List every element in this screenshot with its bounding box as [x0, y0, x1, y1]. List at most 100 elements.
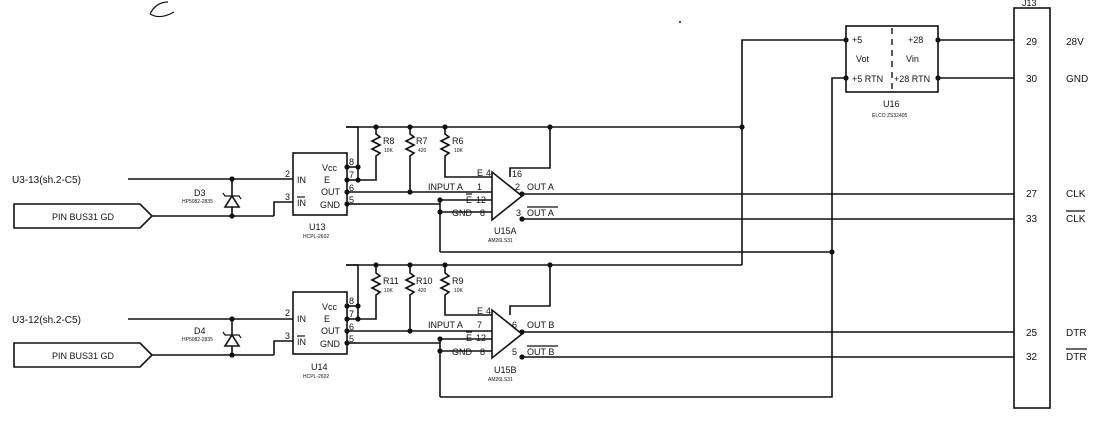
driver-label: E [466, 195, 472, 205]
resistor-value: 10K [384, 148, 394, 154]
driver-label: OUT B [527, 320, 554, 330]
driver-label: E [477, 306, 483, 316]
pin-number: 30 [1026, 74, 1038, 85]
pin-number: 27 [1026, 189, 1038, 200]
input-net-label: U3-13(sh.2-C5) [12, 175, 81, 186]
driver-label: 12 [476, 195, 486, 205]
opto-pin: GND [320, 200, 341, 210]
driver-label: 8 [480, 347, 485, 357]
pin-signal-inverted: CLK [1066, 214, 1086, 225]
opto-ref: U14 [311, 362, 328, 372]
channel-clk: U3-13(sh.2-C5) PIN BUS31 GD D3 HP5082-28… [12, 124, 1014, 252]
converter-pin: Vin [906, 54, 919, 64]
opto-pin-number: 2 [285, 169, 290, 179]
bus-label: PIN BUS31 GD [52, 351, 115, 361]
resistor-value: 420 [418, 288, 427, 294]
zener-diode-d4 [222, 319, 242, 355]
driver-label: 4 [486, 306, 491, 316]
diode-part: HP5082-2835 [182, 337, 213, 343]
bus-connector [13, 342, 154, 368]
pin-number: 25 [1026, 328, 1038, 339]
driver-label: GND [452, 208, 473, 218]
driver-label: E [466, 333, 472, 343]
diode-part: HP5082-2835 [182, 199, 213, 205]
resistor-value: 10K [454, 288, 464, 294]
pin-signal: DTR [1066, 328, 1087, 339]
driver-label: 7 [477, 320, 482, 330]
pin-number: 29 [1026, 37, 1038, 48]
zener-diode-d3 [222, 179, 242, 216]
driver-label: 2 [515, 182, 520, 192]
driver-label: 4 [486, 168, 491, 178]
pin-signal-inverted: DTR [1066, 352, 1087, 363]
driver-ref: U15B [494, 365, 517, 375]
converter-pin: Vot [856, 54, 870, 64]
driver-label: INPUT A [428, 182, 463, 192]
driver-label: 6 [512, 320, 517, 330]
opto-pin-number: 2 [285, 308, 290, 318]
opto-pin-number: 5 [349, 195, 354, 205]
converter-body [845, 25, 939, 93]
resistor-ref: R9 [452, 276, 464, 286]
input-net-label: U3-12(sh.2-C5) [12, 315, 81, 326]
driver-label: GND [452, 347, 473, 357]
driver-part: AM26LS31 [488, 377, 513, 383]
driver-label: 3 [516, 208, 521, 218]
opto-pin: IN [297, 337, 306, 347]
converter-pin: +5 RTN [852, 74, 883, 84]
driver-label: E [477, 168, 483, 178]
line-driver-u15a [491, 170, 524, 222]
opto-pin-number: 6 [349, 183, 354, 193]
resistor-ref: R11 [383, 276, 399, 286]
opto-pin: IN [297, 175, 306, 185]
pin-signal: CLK [1066, 189, 1086, 200]
converter-part: ELCO ZS32405 [872, 113, 908, 119]
opto-pin: E [324, 175, 330, 185]
resistor-value: 10K [384, 288, 394, 294]
opto-pin-number: 3 [285, 331, 290, 341]
connector-body [1013, 7, 1051, 409]
pin-number: 33 [1026, 214, 1038, 225]
driver-label: 12 [476, 333, 486, 343]
diode-ref: D4 [194, 326, 206, 336]
resistor-value: 10K [454, 148, 464, 154]
opto-ref: U13 [309, 222, 326, 232]
connector-ref: J13 [1022, 0, 1037, 8]
channel-dtr: U3-12(sh.2-C5) PIN BUS31 GD D4 HP5082-28… [12, 262, 1014, 397]
driver-label: 1 [477, 182, 482, 192]
line-driver-u15b [491, 308, 524, 360]
opto-part: HCPL-2602 [303, 374, 329, 380]
converter-pin: +5 [852, 35, 862, 45]
bus-label: PIN BUS31 GD [52, 212, 115, 222]
opto-pin: IN [297, 198, 306, 208]
converter-pin: +28 RTN [894, 74, 930, 84]
opto-part: HCPL-2602 [303, 234, 329, 240]
driver-label: OUT A [527, 208, 554, 218]
opto-pin: IN [297, 314, 306, 324]
opto-pin-number: 8 [349, 296, 354, 306]
driver-label: OUT A [527, 182, 554, 192]
opto-pin: Vcc [322, 302, 338, 312]
bus-connector [13, 203, 154, 229]
resistor-ref: R10 [416, 276, 433, 286]
resistor-ref: R8 [383, 136, 395, 146]
connector-j13: J13 29 28V 30 GND 27 CLK 33 CLK 25 DTR 3… [1013, 0, 1088, 409]
pin-signal: GND [1066, 74, 1088, 85]
opto-pin: E [324, 314, 330, 324]
speck [679, 21, 681, 23]
converter-u16: +5 +28 Vot Vin +5 RTN +28 RTN U16 ELCO Z… [845, 25, 939, 119]
driver-label: OUT B [527, 347, 554, 357]
pin-signal: 28V [1066, 37, 1084, 48]
opto-pin-number: 7 [349, 309, 354, 319]
opto-pin: GND [320, 339, 341, 349]
opto-pin: OUT [321, 187, 341, 197]
diode-ref: D3 [194, 188, 206, 198]
driver-label: 5 [512, 347, 517, 357]
converter-pin: +28 [908, 35, 923, 45]
opto-pin-number: 6 [349, 322, 354, 332]
driver-label: INPUT A [428, 320, 463, 330]
opto-pin-number: 8 [349, 157, 354, 167]
resistor-ref: R7 [416, 136, 428, 146]
opto-pin: OUT [321, 326, 341, 336]
